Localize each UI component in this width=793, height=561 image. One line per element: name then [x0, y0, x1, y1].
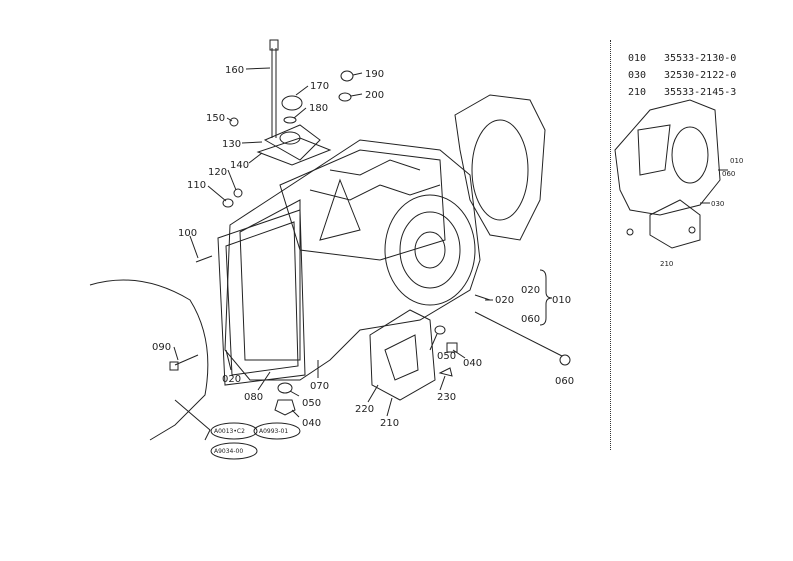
oval-code-3: A9034-00: [214, 448, 243, 455]
callout-020-right: 020: [495, 295, 514, 306]
part-code: 210: [628, 87, 647, 98]
callout-180: 180: [309, 103, 328, 114]
callout-200: 200: [365, 90, 384, 101]
part-row: 030 32530-2122-0: [628, 67, 736, 84]
callout-170: 170: [310, 81, 329, 92]
inset-drawing: [614, 99, 728, 249]
inset-labels: 030 010 060 210: [660, 157, 743, 268]
callout-140: 140: [230, 160, 249, 171]
oval-code-2: A0993-01: [259, 428, 288, 435]
part-number-table: 010 35533-2130-0 030 32530-2122-0 210 35…: [628, 50, 736, 101]
callout-190: 190: [365, 69, 384, 80]
inset-callout-010: 010: [730, 157, 743, 165]
callout-100: 100: [178, 228, 197, 239]
inset-callout-060: 060: [722, 170, 735, 178]
inset-callout-210: 210: [660, 260, 673, 268]
callout-050-bottom: 050: [302, 398, 321, 409]
callout-020-bottom: 020: [222, 374, 241, 385]
part-number: 35533-2130-0: [664, 53, 737, 64]
callout-040-right: 040: [463, 358, 482, 369]
callout-220: 220: [355, 404, 374, 415]
callout-080: 080: [244, 392, 263, 403]
callout-050-right: 050: [437, 351, 456, 362]
callout-070: 070: [310, 381, 329, 392]
leader-lines: [173, 67, 493, 418]
transmission-case-drawing: [89, 39, 571, 460]
callout-labels: 160 170 190 200 180 150 130 140 120 110 …: [152, 65, 574, 429]
callout-040-bottom: 040: [302, 418, 321, 429]
callout-210: 210: [380, 418, 399, 429]
callout-060-right: 060: [555, 376, 574, 387]
callout-010: 010: [552, 295, 571, 306]
callout-230: 230: [437, 392, 456, 403]
callout-120: 120: [208, 167, 227, 178]
part-code: 010: [628, 53, 647, 64]
callout-160: 160: [225, 65, 244, 76]
part-row: 210 35533-2145-3: [628, 84, 736, 101]
oval-code-1: A0013•C2: [214, 428, 245, 435]
oval-reference-codes: A0013•C2 A0993-01 A9034-00: [214, 428, 288, 455]
part-row: 010 35533-2130-0: [628, 50, 736, 67]
callout-110: 110: [187, 180, 206, 191]
part-number: 32530-2122-0: [664, 70, 737, 81]
callout-130: 130: [222, 139, 241, 150]
callout-150: 150: [206, 113, 225, 124]
callout-020-group: 020: [521, 285, 540, 296]
part-number: 35533-2145-3: [664, 87, 737, 98]
callout-090: 090: [152, 342, 171, 353]
part-code: 030: [628, 70, 647, 81]
callout-060-group: 060: [521, 314, 540, 325]
inset-callout-030: 030: [711, 200, 724, 208]
divider-line: [610, 40, 611, 450]
